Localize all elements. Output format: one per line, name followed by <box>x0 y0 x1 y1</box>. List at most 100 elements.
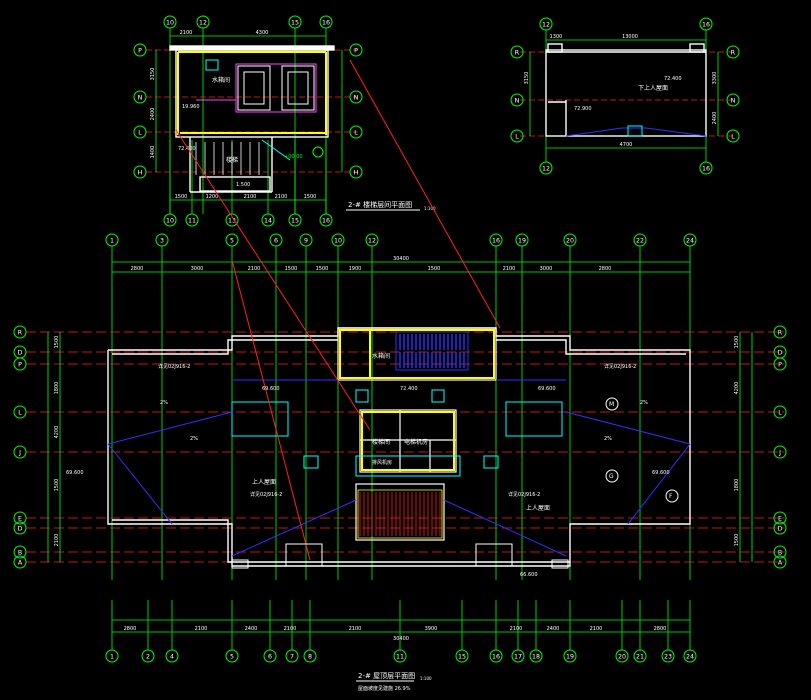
plan-b-top-axis-bubble-label: 16 <box>702 21 710 28</box>
plan-a-bottom-axis-bubble-label: 10 <box>166 217 174 224</box>
plan-c-top-axis-bubble: 24 <box>683 233 697 247</box>
plan-c-left-row-bubble-label: E <box>18 515 22 522</box>
plan-a-left-row-bubble-label: L <box>138 129 142 136</box>
plan-c-top-axis-bubble: 19 <box>515 233 529 247</box>
plan-c-left-row-bubble: L <box>13 405 27 419</box>
plan-c-stair <box>395 331 469 371</box>
plan-a-left-row-bubble-label: H <box>138 169 143 176</box>
plan-c-detail-2: 详见02J916-2 <box>604 363 636 370</box>
plan-c-title: 2-# 屋顶层平面图 <box>358 672 415 680</box>
plan-b-left-row-bubble: N <box>510 93 524 107</box>
plan-a-bottom-dim: 1500 <box>175 194 188 200</box>
plan-c-bottom-dim: 2100 <box>284 626 297 632</box>
plan-c-left-side-dim: 4200 <box>54 426 60 439</box>
plan-c-right-row-bubble-label: J <box>778 449 781 456</box>
plan-c-top-axis-bubble: 9 <box>299 233 313 247</box>
plan-c-slope-3: 2% <box>190 436 198 442</box>
plan-c-bottom-axis-bubble: 20 <box>615 649 629 663</box>
plan-c-bottom-axis-bubble-label: 8 <box>308 653 312 660</box>
plan-a-bottom-dim: 1500 <box>304 194 317 200</box>
plan-a-top-axis-bubble: 10 <box>163 15 177 29</box>
plan-c-left-row-bubble-label: D <box>18 349 23 356</box>
plan-c-bottom-axis-bubble: 2 <box>141 649 155 663</box>
plan-a-left-row-bubble: H <box>133 165 147 179</box>
plan-b-left-row-bubble-label: N <box>515 97 520 104</box>
plan-a-title: 2-# 楼梯层间平面图 <box>348 200 412 209</box>
plan-c-bottom-axis-bubble: 23 <box>661 649 675 663</box>
plan-c-top-dim: 2800 <box>131 266 144 272</box>
plan-c-top-axis-bubble: 16 <box>489 233 503 247</box>
plan-c-scale: 1:100 <box>420 676 432 681</box>
plan-c-right-row-bubble: E <box>773 511 787 525</box>
plan-b-walls <box>545 43 707 137</box>
plan-c-right-row-bubble: P <box>773 357 787 371</box>
plan-c-top-dim: 1500 <box>428 266 441 272</box>
plan-c-top-dim: 1900 <box>349 266 362 272</box>
plan-c-bottom-axis-bubble-label: 21 <box>636 653 644 660</box>
plan-c-room-fan: 排风机房 <box>372 459 392 466</box>
plan-c-elev-3: 72.400 <box>400 386 418 392</box>
plan-c-bottom-axis-bubble: 4 <box>165 649 179 663</box>
plan-a-cyan-marks <box>205 59 324 161</box>
plan-a-left-row-bubble: N <box>133 90 147 104</box>
plan-a-top-axis-bubble-label: 16 <box>322 19 330 26</box>
plan-c-right-row-bubble-label: P <box>778 361 782 368</box>
plan-c-slope-2: 2% <box>640 400 648 406</box>
plan-c-elev-4: 69.600 <box>66 470 84 476</box>
plan-c-top-axis-bubble: 20 <box>563 233 577 247</box>
plan-c-callout-g: G <box>609 473 614 480</box>
plan-c-top-axis-bubble-label: 20 <box>566 237 574 244</box>
plan-c-bottom-dim: 2400 <box>245 626 258 632</box>
plan-c-top-axis-bubble-label: 9 <box>304 237 308 244</box>
plan-a-bottom-axis-bubble: 15 <box>288 213 302 227</box>
plan-c-small-balconies <box>231 543 569 569</box>
plan-c-room-machine: 电梯机房 <box>404 438 428 446</box>
plan-c-bottom-dim: 2100 <box>195 626 208 632</box>
plan-b-bottom-dim: 4700 <box>620 142 633 148</box>
plan-c-top-axis-bubble-label: 10 <box>334 237 342 244</box>
plan-c-right-row-bubble: R <box>773 325 787 339</box>
plan-c-top-axis-bubble: 10 <box>331 233 345 247</box>
plan-a-elev-1: 19.960 <box>182 104 200 110</box>
plan-a-right-row-bubble-label: L <box>354 129 358 136</box>
plan-b-room-label: 下上人屋面 <box>638 84 668 92</box>
plan-a-bottom-dim: 2100 <box>244 194 257 200</box>
plan-c-right-row-bubble-label: L <box>778 409 782 416</box>
plan-c-bottom-axis-bubble-label: 11 <box>396 653 404 660</box>
plan-c-left-row-bubble: R <box>13 325 27 339</box>
plan-c-right-row-bubble-label: D <box>778 349 783 356</box>
plan-c-elev-6: 66.600 <box>520 572 538 578</box>
plan-c-bottom-axis-bubble-label: 2 <box>146 653 150 660</box>
plan-a-top-axis-bubble-label: 12 <box>199 19 207 26</box>
plan-b-left-row-bubble: L <box>510 129 524 143</box>
plan-c-bottom-axis-bubble-label: 7 <box>290 653 294 660</box>
plan-c-right-side-dim: 1500 <box>734 534 740 547</box>
plan-c-right-side-dim: 4200 <box>734 382 740 395</box>
plan-a-left-row-bubble: P <box>133 43 147 57</box>
plan-c-red-leader-lines <box>175 59 501 561</box>
plan-a-top-axis-bubble-label: 10 <box>166 19 174 26</box>
plan-c-left-row-bubble: A <box>13 555 27 569</box>
plan-c-left-row-bubble-label: J <box>18 449 21 456</box>
plan-c-bottom-axis-bubble-label: 17 <box>514 653 522 660</box>
plan-c-slope-1: 2% <box>160 400 168 406</box>
plan-b-right-row-bubble: L <box>726 129 740 143</box>
plan-c-left-row-bubble: D <box>13 345 27 359</box>
plan-c-bottom-axis-bubble: 17 <box>511 649 525 663</box>
plan-a-stair <box>195 142 260 175</box>
plan-b-top-axis-bubble: 12 <box>539 17 553 31</box>
plan-c-top-axis-bubble-label: 22 <box>636 237 644 244</box>
plan-c-left-row-bubble: P <box>13 357 27 371</box>
plan-b-slope-lines <box>565 127 707 137</box>
plan-a-bottom-axis-bubble: 16 <box>319 213 333 227</box>
plan-c-right-row-bubble-label: R <box>778 329 783 336</box>
plan-b-top-dim: 13000 <box>622 34 638 40</box>
plan-c-right-row-bubble-label: D <box>778 525 783 532</box>
plan-c-top-axis-bubble: 22 <box>633 233 647 247</box>
plan-c-bottom-axis-bubble: 8 <box>303 649 317 663</box>
plan-a-room-level: 1.500 <box>236 182 250 188</box>
plan-a-bottom-axis-bubble-label: 11 <box>188 217 196 224</box>
